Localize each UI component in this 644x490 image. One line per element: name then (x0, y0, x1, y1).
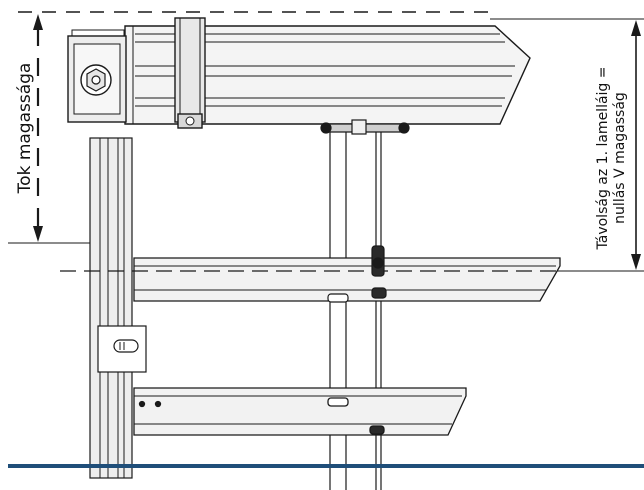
frame-height-label: Tok magassága (15, 63, 35, 195)
frame-height-arrow-top (33, 14, 43, 30)
distance-label-line1: Távolság az 1. lamelláig = (595, 67, 611, 251)
cord-connectors (327, 245, 387, 303)
side-guide-rail (89, 137, 147, 479)
tilt-mechanism (320, 119, 410, 135)
distance-label-line2: nullás V magasság (612, 92, 628, 224)
frame-height-dimension (8, 11, 490, 244)
ladder-cords (329, 132, 382, 490)
frame-height-arrow-bottom (33, 226, 43, 242)
first-slat (133, 257, 561, 302)
distance-arrow-top (631, 20, 641, 36)
distance-arrow-bottom (631, 254, 641, 270)
second-slat (133, 387, 467, 436)
head-box (67, 17, 531, 129)
